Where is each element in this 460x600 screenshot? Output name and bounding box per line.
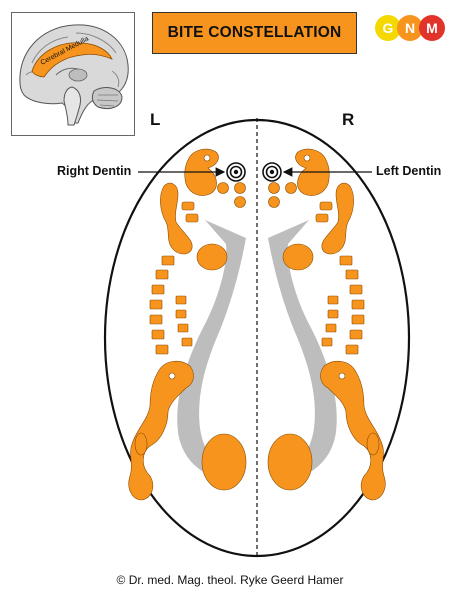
- relay-right-seg-inner-3: [325, 323, 337, 333]
- relay-right-seg-7: [345, 344, 359, 355]
- relay-right-dot-1: [285, 182, 297, 194]
- relay-left-dot-3: [234, 196, 246, 208]
- logo-circle-n: [397, 15, 423, 41]
- relay-left-spot: [203, 154, 211, 162]
- relay-left-seg-6: [151, 329, 165, 340]
- relay-left-seg-7: [155, 344, 169, 355]
- relay-left-large-round: [196, 243, 228, 271]
- relays-left-hemisphere: [128, 148, 247, 501]
- relay-right-upper-band: [321, 182, 354, 255]
- relay-left-seg-4: [149, 299, 163, 310]
- relay-right-seg-inner-4: [321, 337, 333, 347]
- logo-circle-g: [375, 15, 401, 41]
- logo-circle-m: [419, 15, 445, 41]
- relay-left-lower-spot: [168, 372, 176, 380]
- relay-left-seg-2: [155, 269, 169, 280]
- relay-right-seg-5: [351, 314, 365, 325]
- logo-letter-g: G: [383, 20, 394, 36]
- relay-left-seg-inner-2: [175, 309, 187, 319]
- relay-right-small-1: [319, 201, 333, 211]
- copyright-text: © Dr. med. Mag. theol. Ryke Geerd Hamer: [116, 573, 344, 587]
- cerebral-medulla-highlight: [31, 42, 113, 78]
- relay-right-seg-3: [349, 284, 363, 295]
- ventricle-right: [268, 220, 337, 482]
- relay-left-seg-inner-3: [177, 323, 189, 333]
- relay-right-seg-2: [345, 269, 359, 280]
- relay-left-small-1: [181, 201, 195, 211]
- relay-right-seg-inner-1: [327, 295, 339, 305]
- relay-right-base-oval: [267, 433, 313, 491]
- relay-right-seg-6: [349, 329, 363, 340]
- relay-right-seg-1: [339, 255, 353, 266]
- brain-inset: Cerebral Medulla: [11, 12, 135, 136]
- callout-left-dentin: Left Dentin: [376, 164, 442, 178]
- right-side-label: R: [342, 110, 355, 129]
- relay-right-seg-4: [351, 299, 365, 310]
- relay-left-seg-inner-1: [175, 295, 187, 305]
- gnm-logo: G N M: [375, 15, 445, 41]
- relay-left-base-oval: [201, 433, 247, 491]
- ventricle-left: [177, 220, 246, 482]
- page-title: BITE CONSTELLATION: [152, 12, 357, 54]
- relay-right-lower-complex: [320, 360, 386, 501]
- relay-right-small-2: [315, 213, 329, 223]
- relay-left-seg-3: [151, 284, 165, 295]
- relay-left-upper-band: [160, 182, 193, 255]
- relay-left-dot-2: [234, 182, 246, 194]
- relay-right-spot: [303, 154, 311, 162]
- relay-right-side-oval: [366, 432, 380, 456]
- target-marker-right: [262, 162, 282, 182]
- relay-left-side-oval: [134, 432, 148, 456]
- logo-letter-m: M: [426, 20, 438, 36]
- relay-right-large-round: [282, 243, 314, 271]
- target-marker-left: [226, 162, 246, 182]
- relay-right-seg-inner-2: [327, 309, 339, 319]
- relay-right-lower-spot: [338, 372, 346, 380]
- relays-right-hemisphere: [267, 148, 386, 501]
- relay-left-seg-inner-4: [181, 337, 193, 347]
- brain-sagittal-illustration: Cerebral Medulla: [19, 24, 129, 126]
- callout-right-dentin: Right Dentin: [57, 164, 132, 178]
- relay-left-dot-1: [217, 182, 229, 194]
- left-side-label: L: [150, 110, 161, 129]
- relay-left-seg-1: [161, 255, 175, 266]
- relay-left-lower-complex: [128, 360, 194, 501]
- relay-right-dot-2: [268, 182, 280, 194]
- logo-letter-n: N: [405, 20, 415, 36]
- ventricles: [177, 220, 337, 482]
- relay-left-small-2: [185, 213, 199, 223]
- relay-right-dot-3: [268, 196, 280, 208]
- relay-left-seg-5: [149, 314, 163, 325]
